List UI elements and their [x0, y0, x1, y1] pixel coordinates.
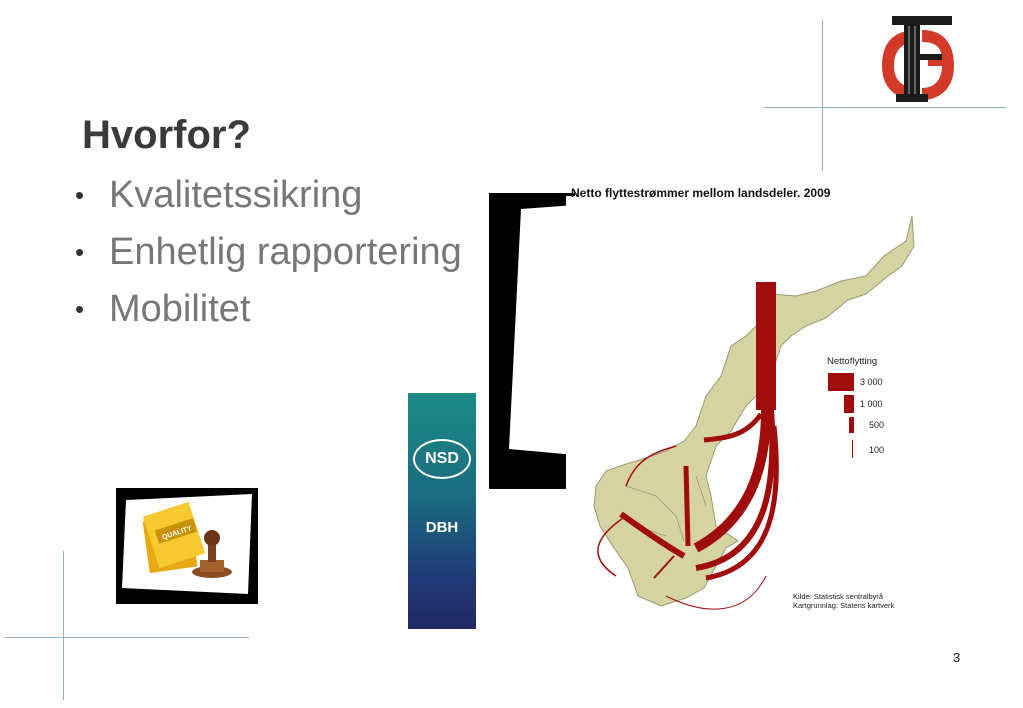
legend-item: 500 [869, 420, 885, 430]
bottom-left-horizontal-line [5, 637, 249, 638]
legend-item: 100 [869, 445, 885, 455]
legend-item: 3 000 [860, 377, 883, 387]
bullet-glyph: • [75, 294, 85, 324]
bullet-list: • Kvalitetssikring • Enhetlig rapportering… [75, 170, 462, 341]
source-text: Kartgrunnlag: Statens kartverk [793, 601, 895, 610]
nsd-dbh-logo: NSD DBH [408, 393, 476, 629]
bullet-item: • Mobilitet [75, 284, 462, 341]
black-frame-image [489, 193, 575, 489]
institution-logo-icon [878, 14, 958, 106]
legend-title: Nettoflytting [827, 356, 878, 367]
top-right-horizontal-line [763, 107, 1006, 108]
norway-flow-map: Nettoflytting 3 000 1 000 500 100 Kilde:… [566, 196, 916, 620]
legend-item: 1 000 [860, 399, 883, 409]
quality-folder-image: QUALITY [116, 488, 258, 604]
map-title: Netto flyttestrømmer mellom landsdeler. … [571, 186, 831, 200]
nsd-logo-icon: NSD [413, 439, 471, 479]
bullet-text: Mobilitet [109, 288, 251, 330]
slide-title: Hvorfor? [82, 113, 251, 157]
bullet-item: • Enhetlig rapportering [75, 227, 462, 284]
dbh-label: DBH [425, 519, 459, 536]
bullet-glyph: • [75, 237, 85, 267]
bullet-text: Kvalitetssikring [109, 174, 363, 216]
bottom-left-vertical-line [63, 551, 64, 700]
source-text: Kilde: Statistisk sentralbyrå [793, 592, 884, 601]
bullet-text: Enhetlig rapportering [109, 231, 462, 273]
bullet-glyph: • [75, 180, 85, 210]
page-number: 3 [953, 650, 961, 665]
top-right-vertical-line [822, 20, 823, 171]
bullet-item: • Kvalitetssikring [75, 170, 462, 227]
